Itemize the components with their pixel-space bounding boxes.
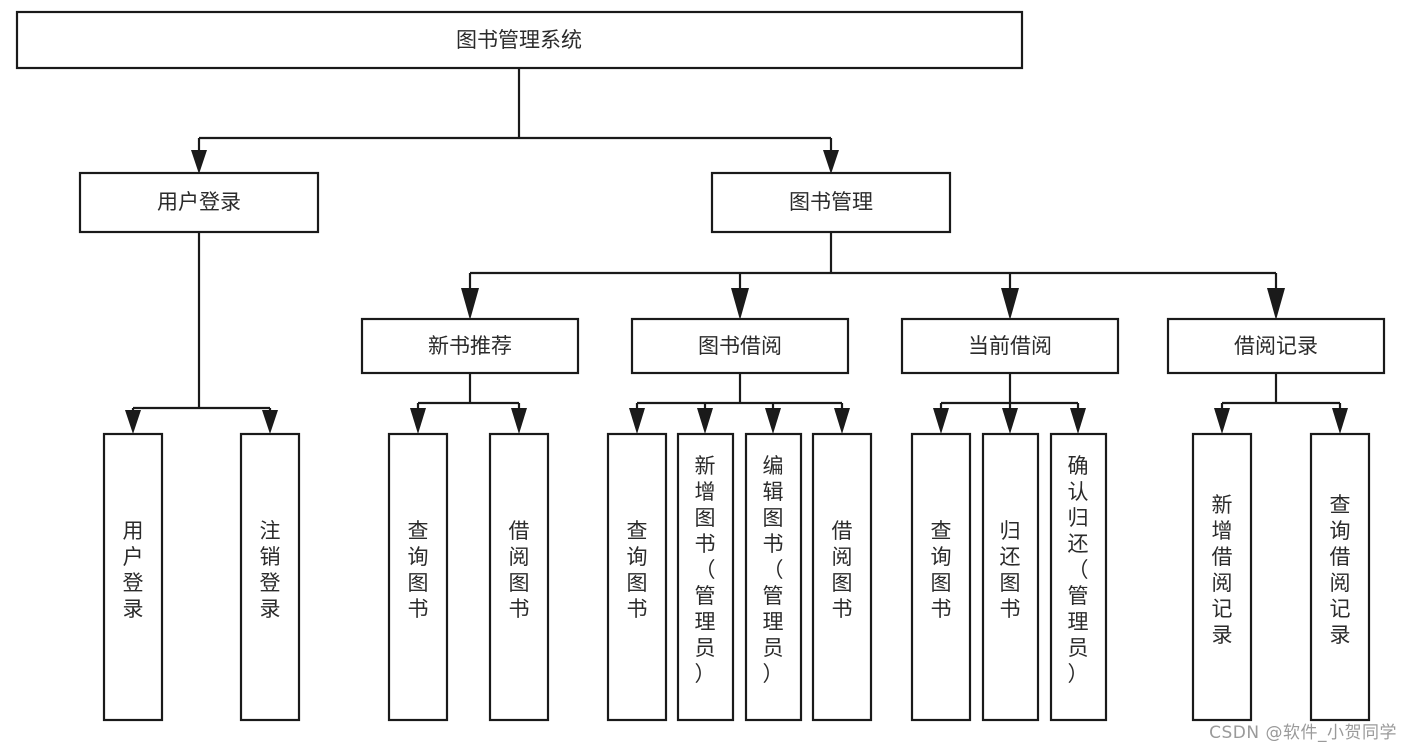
- arrow-to-borrow-record: [1267, 288, 1285, 320]
- node-leaf-query-book-2-label: 查询图书: [627, 519, 648, 621]
- node-current-borrow-box[interactable]: [900, 317, 1120, 375]
- node-leaf-add-record-label: 新增借阅记录: [1212, 493, 1233, 647]
- node-new-book-recommend[interactable]: 新书推荐: [360, 317, 580, 375]
- node-leaf-edit-book[interactable]: 编辑图书（管理员）: [744, 432, 803, 722]
- node-root[interactable]: 图书管理系统: [15, 10, 1024, 70]
- connector-layer: [125, 68, 1348, 434]
- node-leaf-add-book-box[interactable]: [676, 432, 735, 722]
- node-leaf-query-book-2[interactable]: 查询图书: [606, 432, 668, 722]
- node-leaf-logout-login-box[interactable]: [239, 432, 301, 722]
- node-book-borrow-label: 图书借阅: [698, 334, 782, 358]
- node-leaf-confirm-return-label: 确认归还（管理员）: [1068, 454, 1089, 686]
- node-root-box[interactable]: [15, 10, 1024, 70]
- node-current-borrow-label: 当前借阅: [968, 334, 1052, 358]
- node-book-management-label: 图书管理: [789, 190, 873, 214]
- node-leaf-query-book-1-label: 查询图书: [408, 519, 429, 621]
- node-leaf-query-record[interactable]: 查询借阅记录: [1309, 432, 1371, 722]
- node-user-login-box[interactable]: [78, 171, 320, 234]
- node-leaf-borrow-book-1-label: 借阅图书: [509, 519, 530, 621]
- node-book-management[interactable]: 图书管理: [710, 171, 952, 234]
- arrow-to-leaf-add-record: [1214, 408, 1230, 434]
- node-user-login-label: 用户登录: [157, 190, 241, 214]
- arrow-to-leaf-confirm-return: [1070, 408, 1086, 434]
- arrow-to-leaf-logout-login: [262, 410, 278, 434]
- node-new-book-recommend-box[interactable]: [360, 317, 580, 375]
- node-leaf-add-book[interactable]: 新增图书（管理员）: [676, 432, 735, 722]
- node-borrow-record-label: 借阅记录: [1234, 334, 1318, 358]
- node-user-login[interactable]: 用户登录: [78, 171, 320, 234]
- node-book-management-box[interactable]: [710, 171, 952, 234]
- arrow-to-new-book-recommend: [461, 288, 479, 320]
- node-book-borrow[interactable]: 图书借阅: [630, 317, 850, 375]
- node-leaf-user-login-label: 用户登录: [123, 519, 144, 621]
- node-leaf-borrow-book-2[interactable]: 借阅图书: [811, 432, 873, 722]
- node-leaf-query-book-3[interactable]: 查询图书: [910, 432, 972, 722]
- arrow-to-leaf-query-book-3: [933, 408, 949, 434]
- arrow-to-leaf-query-record: [1332, 408, 1348, 434]
- node-leaf-return-book[interactable]: 归还图书: [981, 432, 1040, 722]
- arrow-to-leaf-query-book-1: [410, 408, 426, 434]
- arrow-to-leaf-user-login: [125, 410, 141, 434]
- node-leaf-query-book-2-box[interactable]: [606, 432, 668, 722]
- node-root-label: 图书管理系统: [456, 28, 582, 52]
- arrow-to-book-borrow: [731, 288, 749, 320]
- node-leaf-query-book-3-box[interactable]: [910, 432, 972, 722]
- arrow-to-leaf-edit-book: [765, 408, 781, 434]
- node-leaf-logout-login[interactable]: 注销登录: [239, 432, 301, 722]
- node-leaf-query-record-label: 查询借阅记录: [1330, 493, 1351, 647]
- node-book-borrow-box[interactable]: [630, 317, 850, 375]
- node-leaf-query-record-box[interactable]: [1309, 432, 1371, 722]
- node-leaf-user-login-box[interactable]: [102, 432, 164, 722]
- arrow-to-current-borrow: [1001, 288, 1019, 320]
- node-borrow-record[interactable]: 借阅记录: [1166, 317, 1386, 375]
- node-leaf-query-book-1[interactable]: 查询图书: [387, 432, 449, 722]
- node-leaf-edit-book-label: 编辑图书（管理员）: [763, 454, 784, 686]
- arrow-to-leaf-query-book-2: [629, 408, 645, 434]
- arrow-to-leaf-borrow-book-1: [511, 408, 527, 434]
- node-leaf-borrow-book-2-label: 借阅图书: [832, 519, 853, 621]
- arrow-to-leaf-borrow-book-2: [834, 408, 850, 434]
- node-leaf-query-book-3-label: 查询图书: [931, 519, 952, 621]
- node-leaf-borrow-book-1-box[interactable]: [488, 432, 550, 722]
- node-leaf-edit-book-box[interactable]: [744, 432, 803, 722]
- node-leaf-query-book-1-box[interactable]: [387, 432, 449, 722]
- node-leaf-logout-login-label: 注销登录: [260, 519, 281, 621]
- arrow-to-user-login: [191, 150, 207, 174]
- node-borrow-record-box[interactable]: [1166, 317, 1386, 375]
- arrow-to-leaf-return-book: [1002, 408, 1018, 434]
- arrow-to-leaf-add-book: [697, 408, 713, 434]
- node-current-borrow[interactable]: 当前借阅: [900, 317, 1120, 375]
- node-leaf-add-record[interactable]: 新增借阅记录: [1191, 432, 1253, 722]
- node-leaf-add-record-box[interactable]: [1191, 432, 1253, 722]
- node-leaf-borrow-book-2-box[interactable]: [811, 432, 873, 722]
- node-leaf-return-book-box[interactable]: [981, 432, 1040, 722]
- node-leaf-confirm-return-box[interactable]: [1049, 432, 1108, 722]
- node-leaf-add-book-label: 新增图书（管理员）: [695, 454, 716, 686]
- node-leaf-return-book-label: 归还图书: [1000, 519, 1021, 621]
- node-new-book-recommend-label: 新书推荐: [428, 334, 512, 358]
- node-leaf-borrow-book-1[interactable]: 借阅图书: [488, 432, 550, 722]
- arrow-to-book-management: [823, 150, 839, 174]
- node-leaf-confirm-return[interactable]: 确认归还（管理员）: [1049, 432, 1108, 722]
- node-leaf-user-login[interactable]: 用户登录: [102, 432, 164, 722]
